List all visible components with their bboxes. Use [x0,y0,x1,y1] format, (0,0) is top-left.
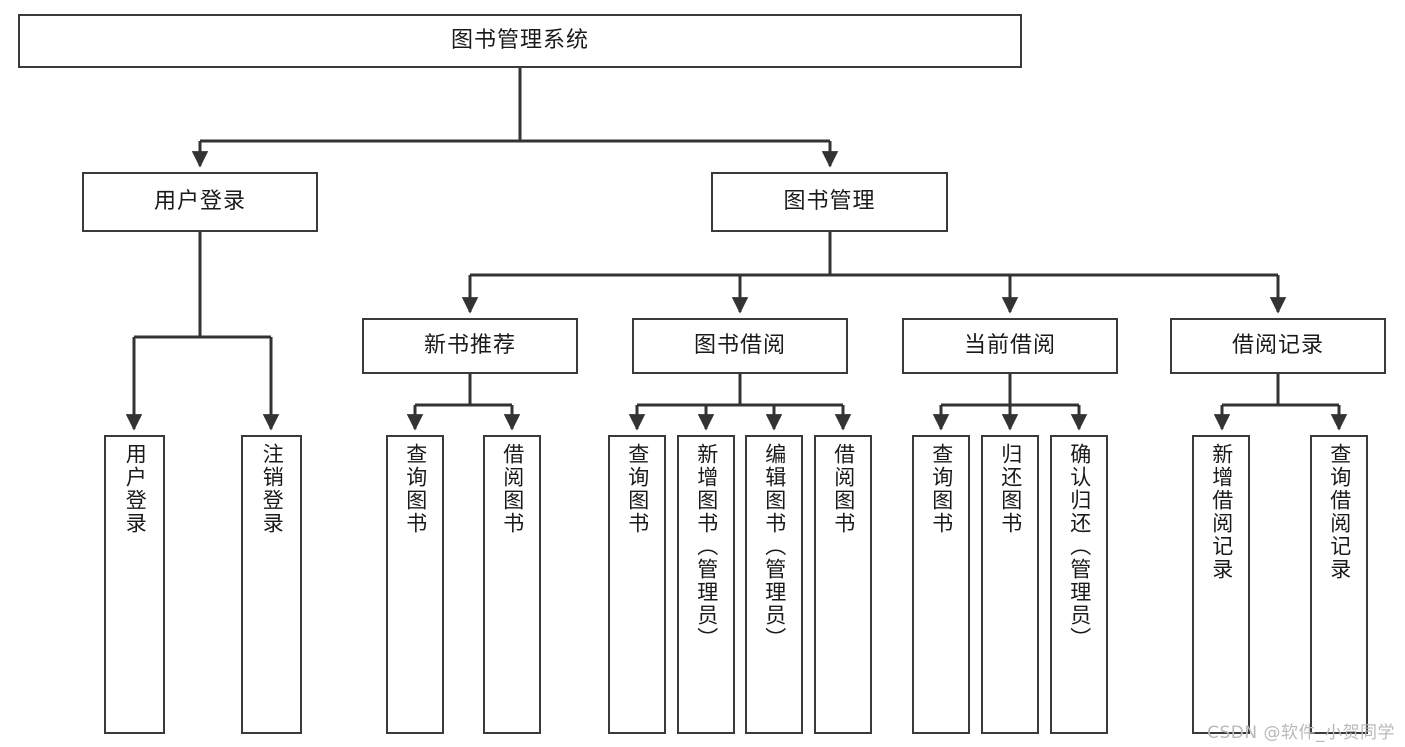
node-book-borrow-label: 图书借阅 [693,332,786,358]
watermark: CSDN @软件_小贺同学 [1207,723,1395,743]
node-borrow-record[interactable]: 借阅记录 [1170,318,1386,374]
node-leaf-query-book-2[interactable]: 查询图书 [608,435,666,734]
node-leaf-add-book[interactable]: 新增图书（管理员） [677,435,735,734]
node-leaf-query-book-2-label: 查询图书 [625,443,650,535]
node-leaf-return-book[interactable]: 归还图书 [981,435,1039,734]
node-leaf-return-book-label: 归还图书 [998,443,1023,535]
node-leaf-query-record[interactable]: 查询借阅记录 [1310,435,1368,734]
node-leaf-query-book-3-label: 查询图书 [929,443,954,535]
node-leaf-query-book-3[interactable]: 查询图书 [912,435,970,734]
node-leaf-query-record-label: 查询借阅记录 [1327,443,1352,581]
node-book-borrow[interactable]: 图书借阅 [632,318,848,374]
node-leaf-borrow-book-1[interactable]: 借阅图书 [483,435,541,734]
node-book-manage[interactable]: 图书管理 [711,172,948,232]
node-leaf-user-login-label: 用户登录 [123,443,148,535]
node-root[interactable]: 图书管理系统 [18,14,1022,68]
node-leaf-query-book-1[interactable]: 查询图书 [386,435,444,734]
node-leaf-user-login[interactable]: 用户登录 [104,435,165,734]
node-leaf-borrow-book-1-label: 借阅图书 [500,443,525,535]
node-book-manage-label: 图书管理 [783,188,876,214]
node-leaf-confirm-return[interactable]: 确认归还（管理员） [1050,435,1108,734]
node-leaf-edit-book-label: 编辑图书（管理员） [762,443,787,650]
node-borrow-record-label: 借阅记录 [1231,332,1324,358]
node-leaf-borrow-book-2-label: 借阅图书 [831,443,856,535]
node-new-book-recommend[interactable]: 新书推荐 [362,318,578,374]
node-leaf-logout-login[interactable]: 注销登录 [241,435,302,734]
node-leaf-confirm-return-label: 确认归还（管理员） [1067,443,1092,650]
node-leaf-edit-book[interactable]: 编辑图书（管理员） [745,435,803,734]
node-current-borrow[interactable]: 当前借阅 [902,318,1118,374]
node-leaf-add-book-label: 新增图书（管理员） [694,443,719,650]
node-current-borrow-label: 当前借阅 [963,332,1056,358]
node-new-book-recommend-label: 新书推荐 [423,332,516,358]
node-leaf-borrow-book-2[interactable]: 借阅图书 [814,435,872,734]
node-leaf-query-book-1-label: 查询图书 [403,443,428,535]
node-user-login[interactable]: 用户登录 [82,172,318,232]
node-leaf-logout-login-label: 注销登录 [260,443,285,535]
node-leaf-add-record-label: 新增借阅记录 [1209,443,1234,581]
node-leaf-add-record[interactable]: 新增借阅记录 [1192,435,1250,734]
node-user-login-label: 用户登录 [153,188,246,214]
node-root-label: 图书管理系统 [450,27,589,53]
